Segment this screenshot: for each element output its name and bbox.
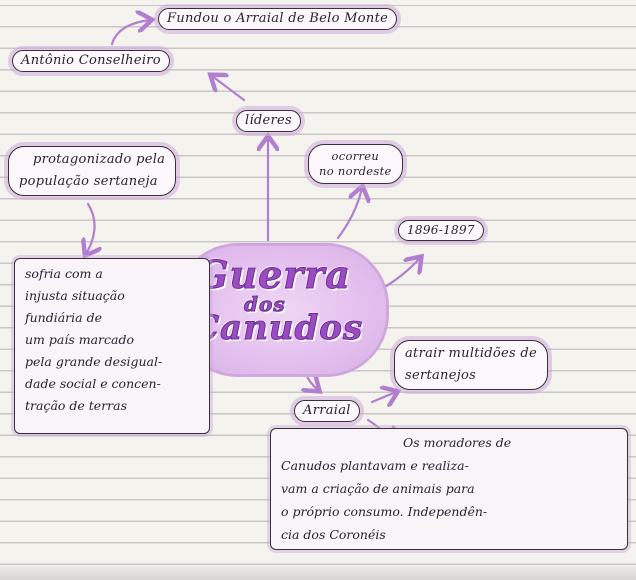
protagonizado-line-2: população sertaneja	[19, 174, 158, 189]
node-ocorreu-nordeste: ocorreu no nordeste	[308, 144, 403, 184]
title-line-canudos: Canudos	[191, 308, 364, 349]
sofria-line: sofria com a	[25, 266, 103, 281]
arrow-center-to-ocorreu	[336, 188, 362, 240]
arrow-arraial-to-atrair	[370, 392, 396, 402]
title-cloud-highlight	[178, 246, 386, 374]
ocorreu-line-2: no nordeste	[319, 164, 392, 178]
node-protagonizado: protagonizado pela população sertaneja	[8, 146, 177, 196]
moradores-line: vam a criação de animais para	[281, 481, 475, 496]
moradores-line: cia dos Coronéis	[281, 527, 386, 542]
protagonizado-line-1: protagonizado pela	[33, 152, 166, 167]
node-fundou-arraial: Fundou o Arraial de Belo Monte	[158, 8, 398, 31]
node-datas: 1896-1897	[398, 220, 484, 241]
ocorreu-line-1: ocorreu	[331, 149, 380, 163]
sofria-box: sofria com a injusta situação fundiária …	[14, 258, 210, 434]
sofria-line: tração de terras	[25, 398, 128, 413]
node-antonio-conselheiro: Antônio Conselheiro	[12, 50, 170, 73]
atrair-line-2: sertanejos	[405, 368, 477, 383]
arrow-antonio-to-fundou	[110, 20, 150, 46]
atrair-line-1: atrair multidões de	[405, 346, 538, 361]
arrow-protagonizado-to-box	[86, 202, 95, 254]
paper-edge-shadow	[0, 562, 636, 580]
arrow-lideres-to-antonio	[212, 76, 246, 102]
moradores-line: o próprio consumo. Independên-	[281, 504, 488, 519]
node-arraial: Arraial	[294, 400, 360, 423]
sofria-line: injusta situação	[25, 288, 125, 303]
moradores-line: Canudos plantavam e realiza-	[281, 458, 469, 473]
sofria-line: fundiária de	[25, 310, 102, 325]
title-line-dos: dos	[244, 292, 286, 317]
moradores-line: Os moradores de	[403, 435, 512, 450]
node-atrair-multidoes: atrair multidões de sertanejos	[394, 340, 549, 390]
sofria-line: um país marcado	[25, 332, 134, 347]
node-lideres: líderes	[236, 110, 302, 133]
moradores-box: Os moradores de Canudos plantavam e real…	[270, 428, 628, 550]
sofria-line: pela grande desigual-	[25, 354, 163, 369]
sofria-line: dade social e concen-	[25, 376, 161, 391]
title-line-guerra: Guerra	[196, 252, 351, 298]
